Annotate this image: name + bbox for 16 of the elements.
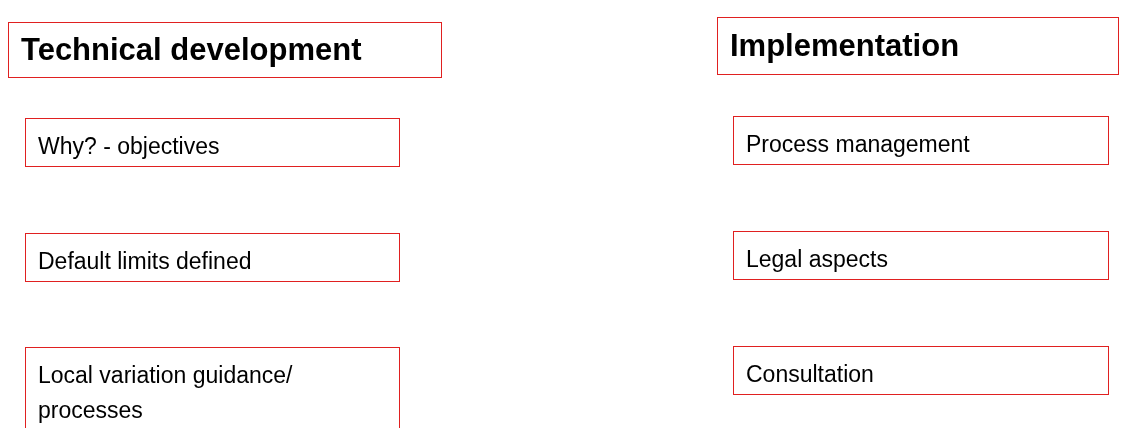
item-text: Legal aspects <box>746 245 888 274</box>
item-box <box>25 118 400 167</box>
item-text: Why? - objectives <box>38 132 220 161</box>
item-box <box>733 116 1109 165</box>
item-text: Process management <box>746 130 970 159</box>
item-box <box>733 231 1109 280</box>
item-box <box>733 346 1109 395</box>
heading-text: Implementation <box>730 26 960 65</box>
heading-box <box>8 22 442 78</box>
heading-box <box>717 17 1119 75</box>
item-text: Default limits defined <box>38 247 252 276</box>
item-text: Consultation <box>746 360 874 389</box>
item-text: Local variation guidance/ processes <box>38 361 294 425</box>
item-box <box>25 347 400 428</box>
heading-text: Technical development <box>21 30 362 69</box>
item-box <box>25 233 400 282</box>
